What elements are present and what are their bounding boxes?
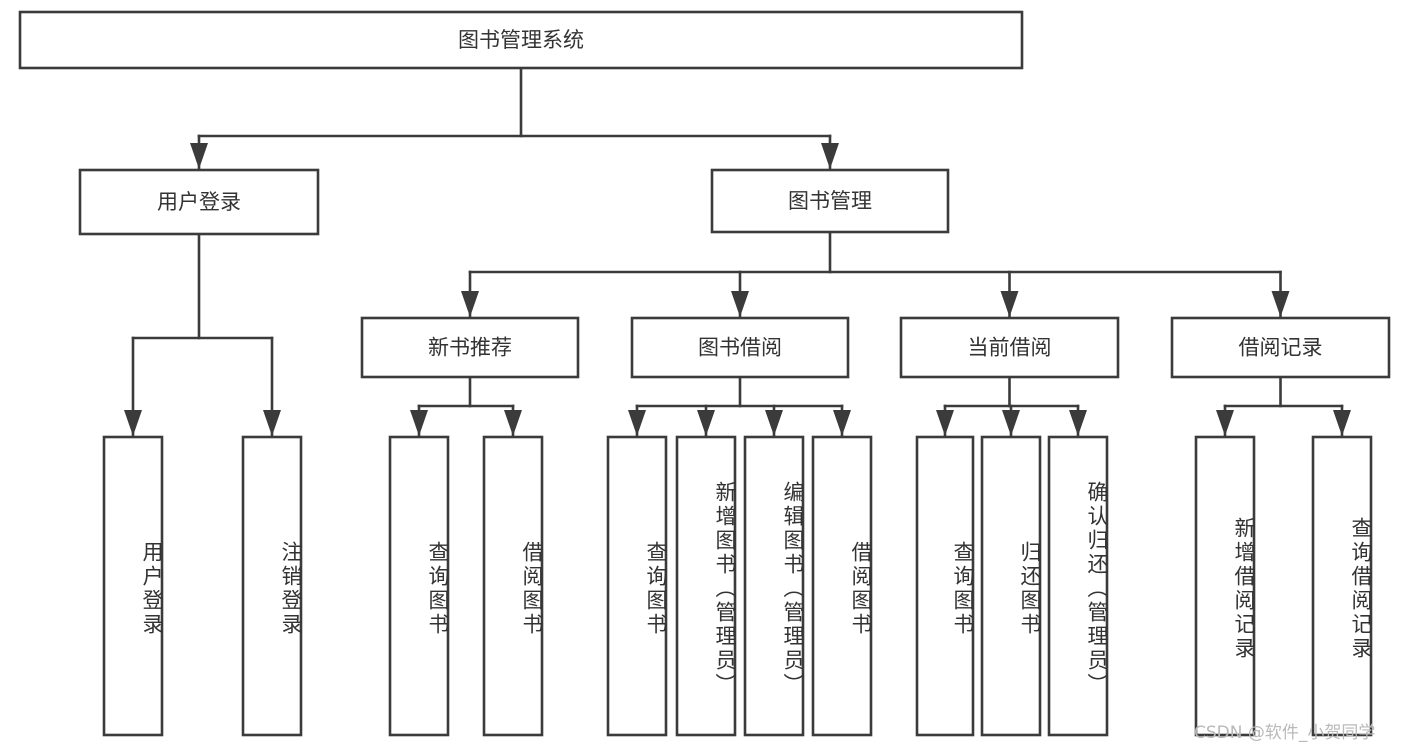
- node-label-current-borrow: 当前借阅: [968, 336, 1052, 360]
- arrowhead-leaf-borrow-book-2: [833, 410, 851, 436]
- node-box-leaf-borrow-book-1[interactable]: [482, 435, 544, 737]
- node-box-leaf-logout[interactable]: [241, 435, 303, 737]
- node-box-book-manage[interactable]: [710, 168, 950, 234]
- node-box-user-login[interactable]: [78, 168, 320, 236]
- node-box-leaf-user-login[interactable]: [102, 435, 164, 737]
- arrowhead-bookmanage: [821, 143, 839, 169]
- csdn-watermark: CSDN @软件_小贺同学: [1194, 723, 1376, 743]
- arrowhead-leaf-confirm-return: [1069, 410, 1087, 436]
- node-box-new-book-rec[interactable]: [360, 316, 580, 379]
- arrowhead-leaf-add-book: [697, 410, 715, 436]
- node-boxes: [18, 10, 1391, 737]
- arrowhead-book-borrow: [731, 291, 749, 317]
- node-box-borrow-record[interactable]: [1170, 316, 1391, 379]
- node-box-leaf-borrow-book-2[interactable]: [811, 435, 873, 737]
- node-box-book-borrow[interactable]: [630, 316, 850, 379]
- arrowhead-leaf-query-record: [1333, 410, 1351, 436]
- node-box-leaf-query-book-2[interactable]: [606, 435, 668, 737]
- node-box-leaf-return-book[interactable]: [980, 435, 1042, 737]
- node-label-root: 图书管理系统: [458, 28, 584, 52]
- connector-lines: [124, 66, 1351, 437]
- arrowhead-leaf-return-book: [1002, 410, 1020, 436]
- node-box-leaf-query-book-1[interactable]: [388, 435, 450, 737]
- arrowhead-leaf-logout: [263, 410, 281, 436]
- arrowhead-leaf-borrow-book-1: [504, 410, 522, 436]
- node-box-leaf-add-record[interactable]: [1194, 435, 1256, 737]
- node-label-book-borrow: 图书借阅: [698, 336, 782, 360]
- arrowhead-current-borrow: [1000, 291, 1019, 317]
- arrowhead-leaf-edit-book: [765, 410, 783, 436]
- node-label-user-login: 用户登录: [157, 190, 241, 214]
- node-box-root[interactable]: [18, 10, 1024, 70]
- node-box-leaf-query-record[interactable]: [1311, 435, 1373, 737]
- node-label-borrow-record: 借阅记录: [1239, 336, 1323, 360]
- arrowhead-leaf-query-book-2: [628, 410, 646, 436]
- node-box-leaf-query-book-3[interactable]: [915, 435, 975, 737]
- node-box-leaf-add-book[interactable]: [675, 435, 737, 737]
- node-box-leaf-confirm-return[interactable]: [1047, 435, 1109, 737]
- node-label-new-book-rec: 新书推荐: [428, 336, 512, 360]
- arrowhead-leaf-query-book-3: [936, 410, 954, 436]
- node-box-current-borrow[interactable]: [899, 316, 1120, 379]
- arrowhead-leaf-user-login: [124, 410, 142, 436]
- arrowhead-leaf-query-book-1: [410, 410, 428, 436]
- arrowhead-leaf-add-record: [1216, 410, 1234, 436]
- node-box-leaf-edit-book[interactable]: [743, 435, 805, 737]
- arrowhead-userlogin: [190, 143, 208, 169]
- arrowhead-borrow-record: [1271, 291, 1290, 317]
- node-label-book-manage: 图书管理: [788, 189, 872, 213]
- arrowhead-new-book-rec: [461, 291, 479, 317]
